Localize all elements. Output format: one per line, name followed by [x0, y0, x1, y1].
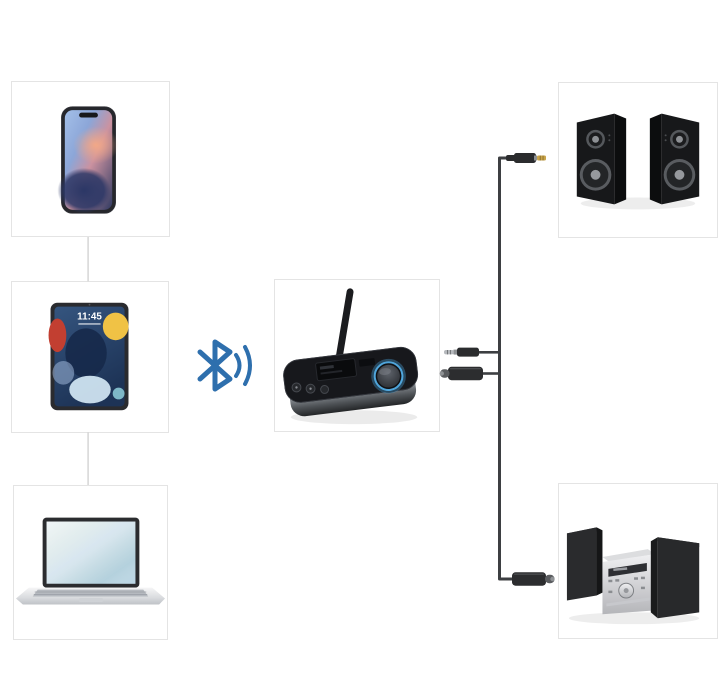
tablet-icon: 11:45 — [48, 302, 129, 411]
tablet-camera-dot — [88, 303, 91, 306]
tablet-panel: 11:45 — [11, 281, 169, 433]
transmitter-panel — [274, 279, 440, 432]
audio-cable-run — [498, 156, 512, 581]
laptop-keyboard — [32, 589, 149, 597]
device-display — [315, 358, 358, 382]
tablet-lockscreen-date-line — [78, 322, 101, 325]
left-speaker — [576, 113, 627, 205]
tablet-lockscreen-time: 11:45 — [77, 312, 102, 323]
stereo-main-unit — [602, 549, 655, 615]
laptop-trackpad — [79, 598, 103, 602]
device-button — [320, 385, 330, 394]
smartphone-icon — [57, 106, 119, 214]
smartphone-panel — [11, 81, 170, 237]
stereo-panel — [558, 483, 718, 639]
phone-tablet-link-line — [87, 237, 89, 282]
aux-plug-to-speakers — [506, 153, 546, 163]
laptop-panel — [13, 485, 168, 640]
stereo-left-speaker — [566, 527, 603, 601]
tablet-laptop-link-line — [87, 432, 89, 485]
stereo-right-speaker — [650, 537, 700, 619]
aux-plug-to-transmitter — [444, 347, 500, 357]
laptop-icon — [15, 517, 166, 605]
phone-notch — [79, 112, 98, 118]
right-speaker — [649, 113, 700, 205]
optical-plug-to-stereo — [512, 572, 555, 586]
antenna — [334, 288, 354, 367]
mini-stereo-system-icon — [566, 527, 700, 625]
optical-plug-to-transmitter — [439, 366, 500, 381]
disc-tray — [606, 597, 650, 607]
stereo-display — [608, 562, 647, 577]
bluetooth-signal-icon — [190, 336, 263, 398]
bookshelf-speakers-icon — [576, 113, 700, 210]
bluetooth-transmitter-icon — [283, 288, 419, 425]
speakers-panel — [558, 82, 718, 238]
